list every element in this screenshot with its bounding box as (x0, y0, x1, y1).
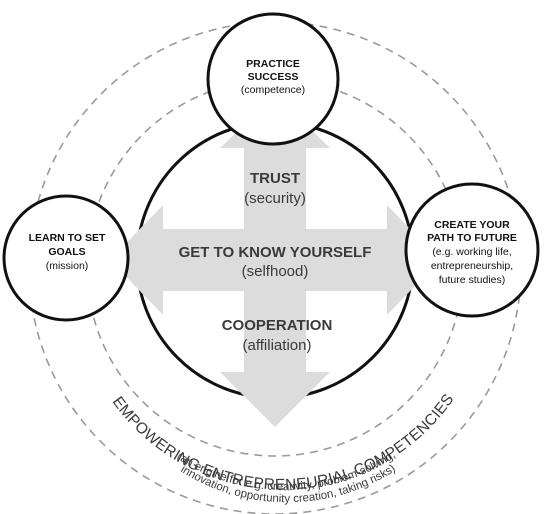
top-line2: SUCCESS (248, 71, 299, 83)
right-sub2: entrepreneurship, (431, 260, 513, 272)
left-subtitle: (mission) (46, 260, 89, 272)
right-line2: PATH TO FUTURE (427, 232, 517, 244)
right-sub3: future studies) (439, 274, 506, 286)
right-line1: CREATE YOUR (434, 219, 510, 231)
four-way-arrow-icon (110, 95, 440, 427)
cooperation-title: COOPERATION (222, 317, 333, 334)
top-circle (206, 12, 340, 146)
left-circle (2, 194, 130, 322)
right-circle (404, 182, 540, 318)
trust-subtitle: (security) (244, 190, 306, 207)
top-subtitle: (competence) (241, 84, 305, 96)
cooperation-subtitle: (affiliation) (243, 337, 312, 354)
self-subtitle: (selfhood) (242, 263, 309, 280)
top-line1: PRACTICE (246, 58, 300, 70)
left-line1: LEARN TO SET (29, 232, 106, 244)
left-line2: GOALS (48, 246, 85, 258)
right-sub1: (e.g. working life, (432, 246, 511, 258)
trust-title: TRUST (250, 170, 300, 187)
self-title: GET TO KNOW YOURSELF (179, 244, 372, 261)
